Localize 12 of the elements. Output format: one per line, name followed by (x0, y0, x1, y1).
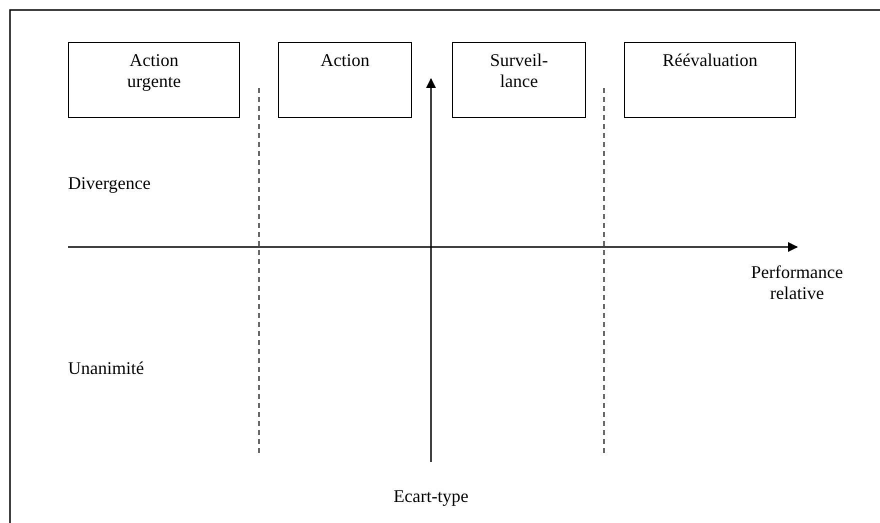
box-label: Surveil- lance (489, 50, 549, 92)
axis-label: Performance relative (750, 262, 844, 304)
box-label: Action (320, 50, 370, 71)
category-box (278, 42, 412, 118)
axis-label: Unanimité (68, 358, 144, 379)
box-label: Réévaluation (662, 50, 758, 71)
category-box (68, 42, 240, 118)
category-box (452, 42, 586, 118)
axis-label: Divergence (68, 173, 151, 194)
box-label: Action urgente (126, 50, 182, 92)
axis-label: Ecart-type (392, 486, 470, 507)
category-box (624, 42, 796, 118)
